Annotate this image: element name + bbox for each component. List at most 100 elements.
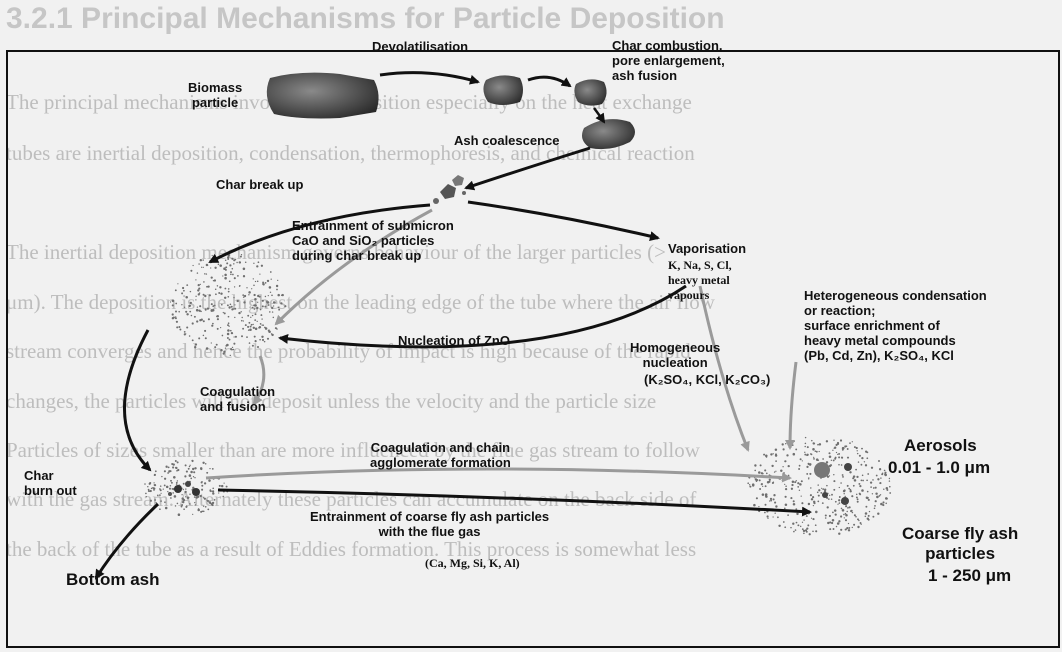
stipple-dot: [251, 288, 252, 289]
stipple-dot: [232, 347, 233, 348]
stipple-dot: [853, 477, 855, 479]
label-char-burn-out: Char burn out: [24, 468, 77, 498]
stipple-dot: [868, 499, 870, 501]
stipple-dot: [822, 502, 824, 504]
stipple-dot: [833, 489, 835, 491]
stipple-dot: [767, 515, 769, 517]
stipple-dot: [192, 468, 194, 470]
label-devolatilisation: Devolatilisation: [372, 39, 468, 54]
stipple-dot: [889, 480, 890, 481]
stipple-dot: [747, 482, 749, 484]
stipple-dot: [249, 329, 252, 332]
stipple-dot: [827, 506, 829, 508]
stipple-dot: [262, 300, 264, 302]
stipple-dot: [170, 301, 171, 302]
stipple-dot: [852, 527, 853, 528]
stipple-dot: [882, 501, 884, 503]
stipple-dot: [228, 306, 230, 308]
stipple-dot: [785, 485, 787, 487]
stipple-dot: [252, 345, 254, 347]
stipple-dot: [206, 347, 209, 350]
stipple-dot: [866, 451, 868, 453]
stipple-dot: [212, 468, 214, 470]
stipple-dot: [774, 512, 775, 513]
stipple-dot: [809, 473, 811, 475]
stipple-dot: [855, 469, 857, 471]
stipple-dot: [227, 333, 230, 336]
stipple-dot: [793, 453, 796, 456]
stipple-dot: [243, 301, 245, 303]
stipple-dot: [245, 262, 247, 264]
stipple-dot: [826, 485, 828, 487]
stipple-dot: [842, 476, 844, 478]
stipple-dot: [879, 468, 881, 470]
stipple-dot: [206, 264, 208, 266]
stipple-dot: [883, 488, 884, 489]
stipple-dot: [866, 479, 868, 481]
stipple-dot: [231, 258, 233, 260]
stipple-dot: [818, 489, 820, 491]
stipple-dot: [799, 483, 802, 486]
stipple-dot: [785, 488, 787, 490]
stipple-dot: [759, 479, 761, 481]
stipple-dot: [802, 522, 803, 523]
stipple-dot: [223, 351, 225, 353]
stipple-dot: [204, 482, 206, 484]
stipple-dot: [227, 256, 229, 258]
stipple-dot: [784, 526, 786, 528]
stipple-dot: [159, 494, 161, 496]
char-particle-icon: [483, 75, 523, 105]
stipple-dot: [796, 480, 797, 481]
stipple-dot: [215, 293, 217, 295]
stipple-dot: [271, 334, 273, 336]
stipple-dot: [833, 459, 835, 461]
stipple-dot: [218, 264, 220, 266]
stipple-dot: [786, 454, 788, 456]
stipple-dot: [801, 480, 803, 482]
stipple-dot: [847, 485, 849, 487]
stipple-dot: [174, 495, 177, 498]
stipple-dot: [802, 460, 803, 461]
stipple-dot: [219, 485, 221, 487]
stipple-dot: [255, 340, 257, 342]
stipple-dot: [175, 505, 177, 507]
arrow-to-bottom-ash: [96, 504, 158, 578]
stipple-dot: [842, 474, 844, 476]
stipple-dot: [845, 514, 848, 517]
stipple-dot: [756, 497, 758, 499]
stipple-dot: [198, 284, 200, 286]
stipple-dot: [805, 443, 807, 445]
stipple-dot: [230, 271, 232, 273]
stipple-dot: [237, 300, 239, 302]
stipple-dot: [754, 464, 756, 466]
stipple-dot: [787, 514, 789, 516]
stipple-dot: [825, 517, 827, 519]
arrow-coagulation-chain: [206, 469, 790, 478]
label-homogeneous-species: (K₂SO₄, KCl, K₂CO₃): [644, 372, 770, 387]
stipple-dot: [235, 336, 237, 338]
stipple-dot: [889, 478, 890, 479]
stipple-dot: [271, 294, 273, 296]
stipple-dot: [189, 493, 190, 494]
label-char-combustion: Char combustion, pore enlargement, ash f…: [612, 38, 725, 83]
stipple-dot: [775, 471, 776, 472]
stipple-dot: [803, 532, 805, 534]
stipple-dot: [793, 440, 795, 442]
stipple-dot: [195, 504, 196, 505]
stipple-dot: [826, 440, 828, 442]
stipple-dot: [833, 474, 834, 475]
stipple-dot: [212, 487, 214, 489]
stipple-dot: [817, 484, 818, 485]
stipple-dot: [188, 468, 190, 470]
stipple-dot: [184, 331, 186, 333]
stipple-dot: [770, 498, 772, 500]
stipple-dot: [774, 502, 776, 504]
stipple-dot: [796, 522, 798, 524]
stipple-dot: [832, 512, 834, 514]
stipple-dot: [220, 327, 221, 328]
stipple-dot: [167, 472, 169, 474]
stipple-dot: [795, 529, 797, 531]
stipple-dot: [838, 499, 840, 501]
stipple-dot: [176, 482, 178, 484]
stipple-dot: [226, 344, 229, 347]
